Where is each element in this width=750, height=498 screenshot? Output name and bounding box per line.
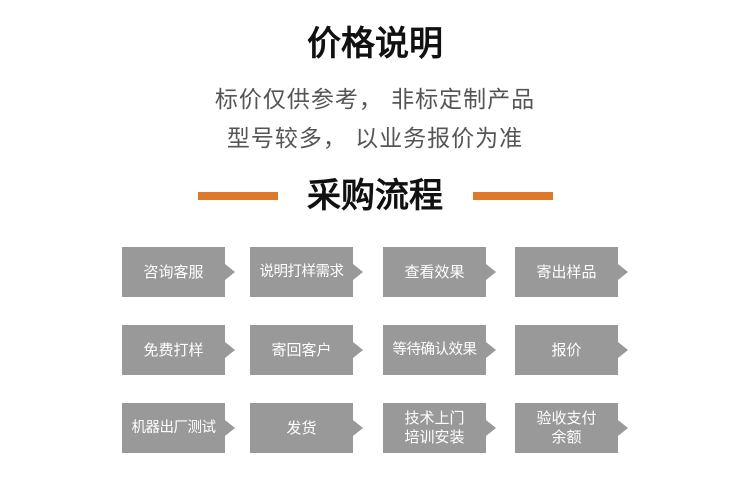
- price-section-title: 价格说明: [307, 24, 443, 64]
- price-note-line-1: 标价仅供参考， 非标定制产品: [214, 87, 536, 113]
- step-consult-service: 咨询客服: [122, 247, 235, 297]
- step-send-samples: 寄出样品: [515, 247, 628, 297]
- left-accent-rule: [198, 192, 278, 200]
- step-free-sampling: 免费打样: [122, 325, 235, 375]
- price-note-line-2: 型号较多， 以业务报价为准: [226, 126, 524, 152]
- process-section-title: 采购流程: [307, 176, 443, 216]
- step-return-to-customer: 寄回客户: [250, 325, 363, 375]
- step-quotation: 报价: [515, 325, 628, 375]
- step-acceptance-balance-payment: 验收支付 余额: [515, 403, 628, 453]
- step-factory-testing: 机器出厂测试: [122, 403, 235, 453]
- step-await-confirmation: 等待确认效果: [383, 325, 496, 375]
- step-shipping: 发货: [250, 403, 363, 453]
- step-onsite-training-installation: 技术上门 培训安装: [383, 403, 496, 453]
- step-describe-sample-needs: 说明打样需求: [250, 247, 363, 297]
- right-accent-rule: [473, 192, 553, 200]
- step-view-results: 查看效果: [383, 247, 496, 297]
